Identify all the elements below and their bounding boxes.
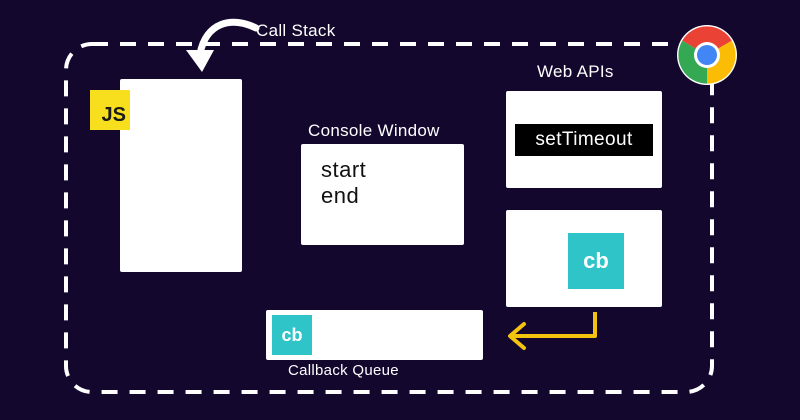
return-arrow-icon (508, 312, 597, 350)
console-window-panel: start end (301, 144, 464, 245)
curved-arrow-icon (186, 18, 260, 72)
queue-callback-chip: cb (272, 315, 312, 355)
settimeout-chip: setTimeout (515, 124, 653, 156)
console-line-end: end (321, 183, 360, 208)
call-stack-title: Call Stack (256, 21, 336, 40)
web-apis-title: Web APIs (537, 62, 614, 81)
web-api-callback-chip: cb (568, 233, 624, 289)
callback-queue-title: Callback Queue (288, 362, 399, 379)
console-line-start: start (321, 157, 367, 182)
js-logo-icon: JS (90, 90, 130, 130)
chrome-logo-icon (677, 25, 737, 85)
call-stack-panel (120, 79, 242, 272)
console-window-title: Console Window (308, 121, 440, 140)
